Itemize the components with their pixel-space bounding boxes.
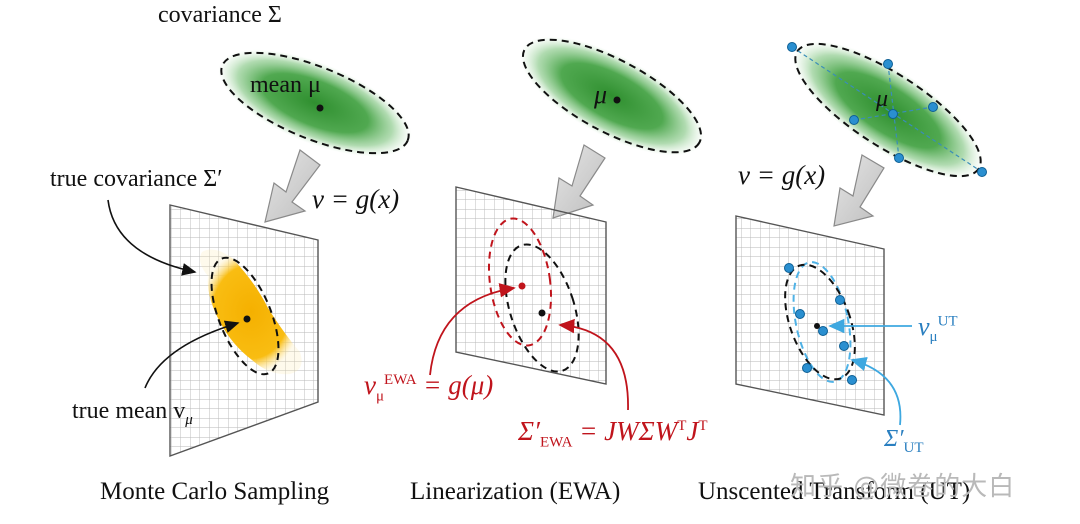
ut-covariance-ellipse (792, 261, 852, 383)
caption-unscented: Unscented Transform (UT) (698, 478, 971, 505)
transform-label-right: v = g(x) (738, 160, 826, 190)
ewa-cov-sup2: T (698, 418, 708, 434)
ewa-cov-sub: EWA (539, 434, 573, 451)
ewa-covariance-label: Σ′EWA = JWΣWTJT (518, 416, 708, 451)
mean-label-right: μ (876, 86, 889, 112)
ewa-mean-pointer (429, 283, 516, 376)
ewa-mean-label: vμEWA = g(μ) (364, 370, 493, 405)
true-covariance-ellipse (210, 256, 280, 376)
ewa-covariance-pointer (558, 318, 629, 411)
true-mean-subscript: μ (185, 411, 193, 428)
ewa-cov-j: J (686, 416, 699, 446)
ut-mean-sup: UT (937, 313, 958, 330)
ut-covariance-pointer (850, 357, 902, 426)
sample-cloud (200, 249, 302, 375)
ut-mean-v: v (918, 312, 930, 341)
caption-linearization: Linearization (EWA) (410, 478, 621, 505)
true-mean-label: true mean vμ (72, 398, 193, 429)
ut-mean-label: vμUT (918, 312, 958, 346)
ewa-mean-dot (518, 282, 526, 290)
ut-covariance-label: Σ′UT (884, 426, 924, 457)
true-covariance-ellipse-middle (504, 243, 580, 373)
input-gaussian-middle (520, 36, 704, 156)
input-gaussian-left (218, 49, 412, 157)
true-covariance-ellipse-right (784, 263, 856, 381)
input-covariance-ellipse-left (220, 51, 410, 155)
ewa-cov-sigma: Σ′ (518, 416, 540, 446)
transform-arrow-right (833, 154, 885, 227)
transform-label-left: v = g(x) (312, 184, 400, 214)
ewa-covariance-ellipse (487, 217, 553, 347)
true-mean-dot (243, 315, 251, 323)
mean-dot-left (316, 104, 324, 112)
true-covariance-label: true covariance Σ′ (50, 166, 223, 192)
image-plane-right (735, 215, 885, 416)
image-plane-middle (455, 186, 607, 385)
panel-ewa (429, 36, 704, 411)
transform-arrow-left (264, 149, 321, 223)
ewa-mean-rhs: = g(μ) (416, 370, 494, 400)
mean-label-middle: μ (594, 80, 608, 109)
ewa-mean-sup: EWA (384, 372, 417, 388)
panel-monte-carlo (107, 49, 412, 458)
ewa-cov-sup1: T (677, 418, 687, 434)
true-mean-text: true mean v (72, 398, 186, 424)
ewa-cov-rhs: = JWΣW (572, 416, 678, 446)
ut-cov-sub: UT (903, 439, 924, 456)
ut-mean-dot (814, 323, 820, 329)
covariance-label: covariance Σ (158, 2, 282, 28)
watermark: 知乎 @微卷的大白 (790, 472, 1016, 502)
ut-mean-sub: μ (929, 329, 938, 346)
true-mean-dot-middle (538, 309, 546, 317)
ut-cov-sigma: Σ′ (884, 426, 904, 452)
true-covariance-pointer (107, 199, 197, 276)
ewa-mean-v: v (364, 370, 376, 400)
transform-arrow-middle (552, 144, 606, 219)
sigma-point-lines (791, 46, 983, 173)
mean-label-left: mean μ (250, 72, 321, 99)
caption-monte-carlo: Monte Carlo Sampling (100, 478, 330, 505)
mean-dot-middle (613, 96, 621, 104)
panel-ut (735, 41, 987, 426)
sigma-points-output (784, 263, 857, 385)
ewa-mean-sub: μ (375, 388, 385, 405)
sigma-points-input (787, 42, 987, 177)
true-mean-pointer (144, 320, 240, 389)
input-covariance-ellipse-middle (521, 38, 703, 154)
mean-label-text: mean μ (250, 72, 321, 98)
